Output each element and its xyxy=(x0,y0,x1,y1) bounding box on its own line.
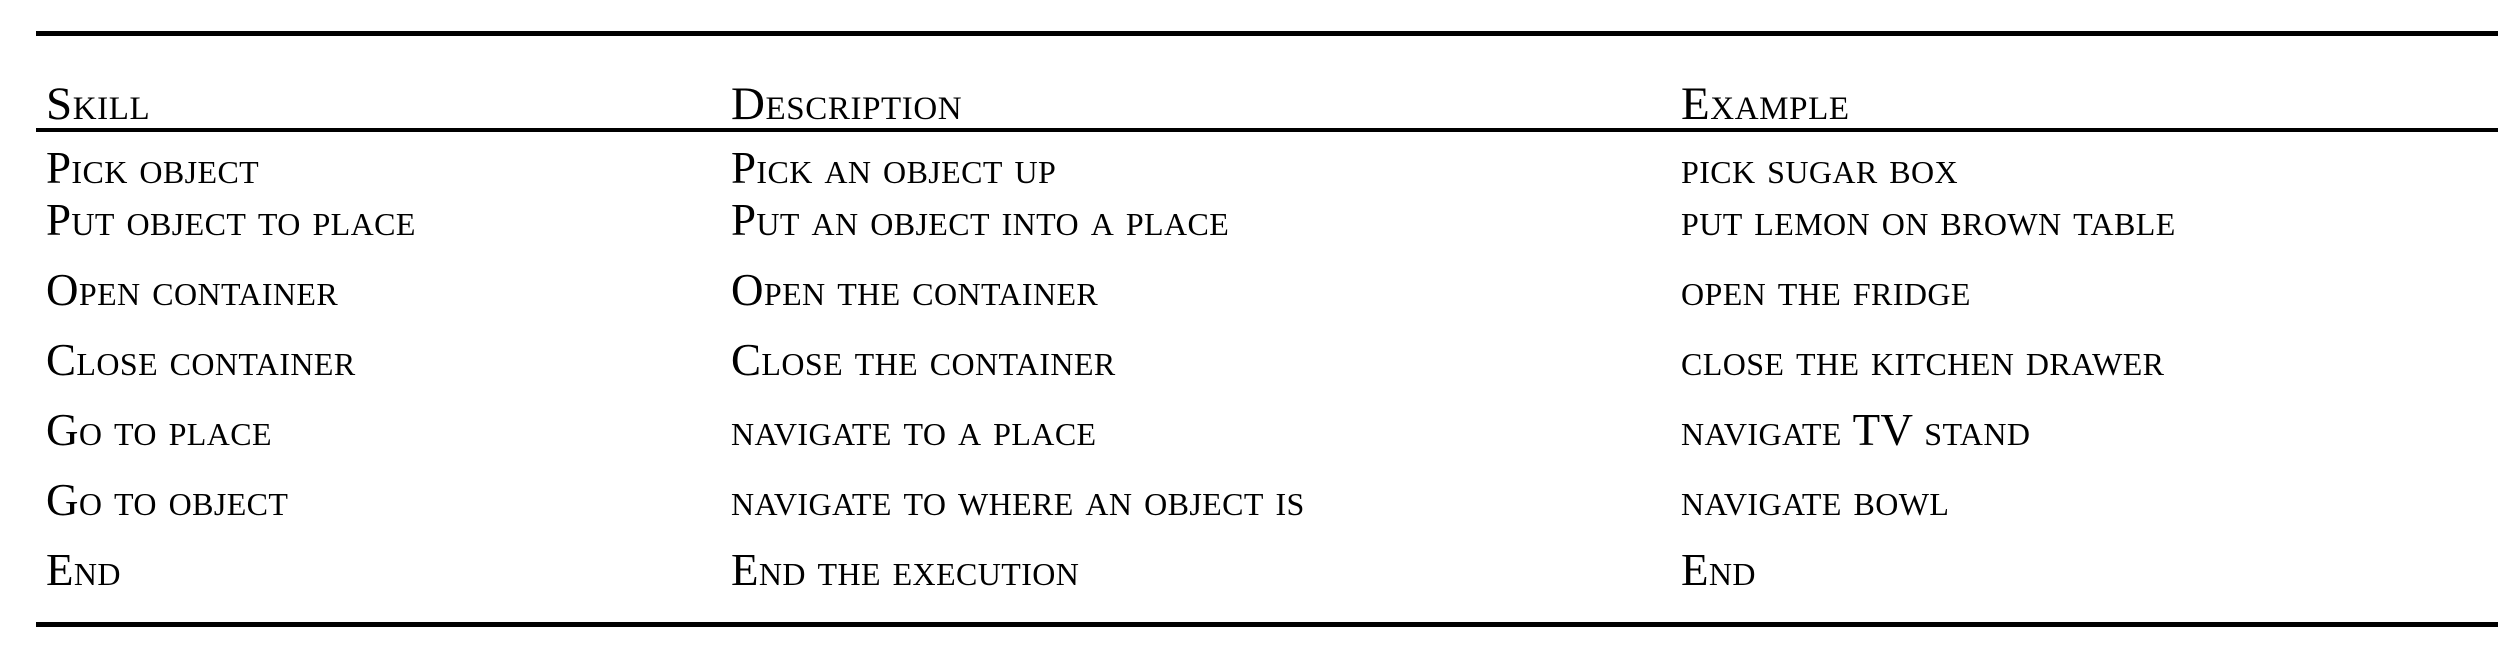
table-row: Go to place navigate to a place navigate… xyxy=(36,408,2498,478)
example-text: pick sugar box xyxy=(1681,143,1959,193)
cell-skill: Close container xyxy=(36,338,721,408)
cell-skill: Go to object xyxy=(36,478,721,548)
description-text: End the execution xyxy=(731,545,1080,595)
cell-description: Pick an object up xyxy=(721,128,1671,198)
skill-text: Open container xyxy=(46,265,339,315)
example-text: open the fridge xyxy=(1681,265,1971,315)
skill-text: Go to object xyxy=(46,475,289,525)
description-text: navigate to a place xyxy=(731,405,1097,455)
cell-skill: Pick object xyxy=(36,128,721,198)
cell-example: close the kitchen drawer xyxy=(1671,338,2498,408)
cell-skill: Go to place xyxy=(36,408,721,478)
cell-description: Close the container xyxy=(721,338,1671,408)
column-header-example-label: Example xyxy=(1681,78,1850,130)
table-body: Pick object Pick an object up pick sugar… xyxy=(36,128,2498,618)
skill-text: End xyxy=(46,545,121,595)
skill-text: Put object to place xyxy=(46,195,416,245)
table-row: End End the execution End xyxy=(36,548,2498,618)
example-text: close the kitchen drawer xyxy=(1681,335,2165,385)
skill-text: Go to place xyxy=(46,405,272,455)
cell-description: End the execution xyxy=(721,548,1671,618)
table-top-rule xyxy=(36,31,2498,36)
table-row: Open container Open the container open t… xyxy=(36,268,2498,338)
cell-description: Put an object into a place xyxy=(721,198,1671,268)
table-row: Close container Close the container clos… xyxy=(36,338,2498,408)
description-text: Pick an object up xyxy=(731,143,1057,193)
example-text: navigate TV stand xyxy=(1681,405,2031,455)
cell-description: navigate to where an object is xyxy=(721,478,1671,548)
cell-skill: End xyxy=(36,548,721,618)
column-header-description-label: Description xyxy=(731,78,963,130)
description-text: Put an object into a place xyxy=(731,195,1230,245)
description-text: navigate to where an object is xyxy=(731,475,1305,525)
description-text: Open the container xyxy=(731,265,1099,315)
table-header-rule xyxy=(36,128,2498,132)
cell-example: navigate bowl xyxy=(1671,478,2498,548)
cell-description: navigate to a place xyxy=(721,408,1671,478)
skill-text: Pick object xyxy=(46,143,260,193)
table-row: Put object to place Put an object into a… xyxy=(36,198,2498,268)
column-header-example: Example xyxy=(1671,33,2498,128)
description-text: Close the container xyxy=(731,335,1116,385)
cell-skill: Open container xyxy=(36,268,721,338)
example-text: navigate bowl xyxy=(1681,475,1950,525)
skill-definition-table: Skill Description Example Pick object Pi… xyxy=(36,33,2498,618)
table-bottom-rule xyxy=(36,622,2498,627)
example-text: End xyxy=(1681,545,1756,595)
cell-description: Open the container xyxy=(721,268,1671,338)
table-row: Pick object Pick an object up pick sugar… xyxy=(36,128,2498,198)
cell-example: navigate TV stand xyxy=(1671,408,2498,478)
cell-example: pick sugar box xyxy=(1671,128,2498,198)
cell-example: End xyxy=(1671,548,2498,618)
table-row: Go to object navigate to where an object… xyxy=(36,478,2498,548)
cell-example: open the fridge xyxy=(1671,268,2498,338)
example-text: put lemon on brown table xyxy=(1681,195,2176,245)
skill-text: Close container xyxy=(46,335,356,385)
column-header-skill: Skill xyxy=(36,33,721,128)
table-header-row: Skill Description Example xyxy=(36,33,2498,128)
cell-example: put lemon on brown table xyxy=(1671,198,2498,268)
column-header-skill-label: Skill xyxy=(46,78,151,130)
column-header-description: Description xyxy=(721,33,1671,128)
cell-skill: Put object to place xyxy=(36,198,721,268)
